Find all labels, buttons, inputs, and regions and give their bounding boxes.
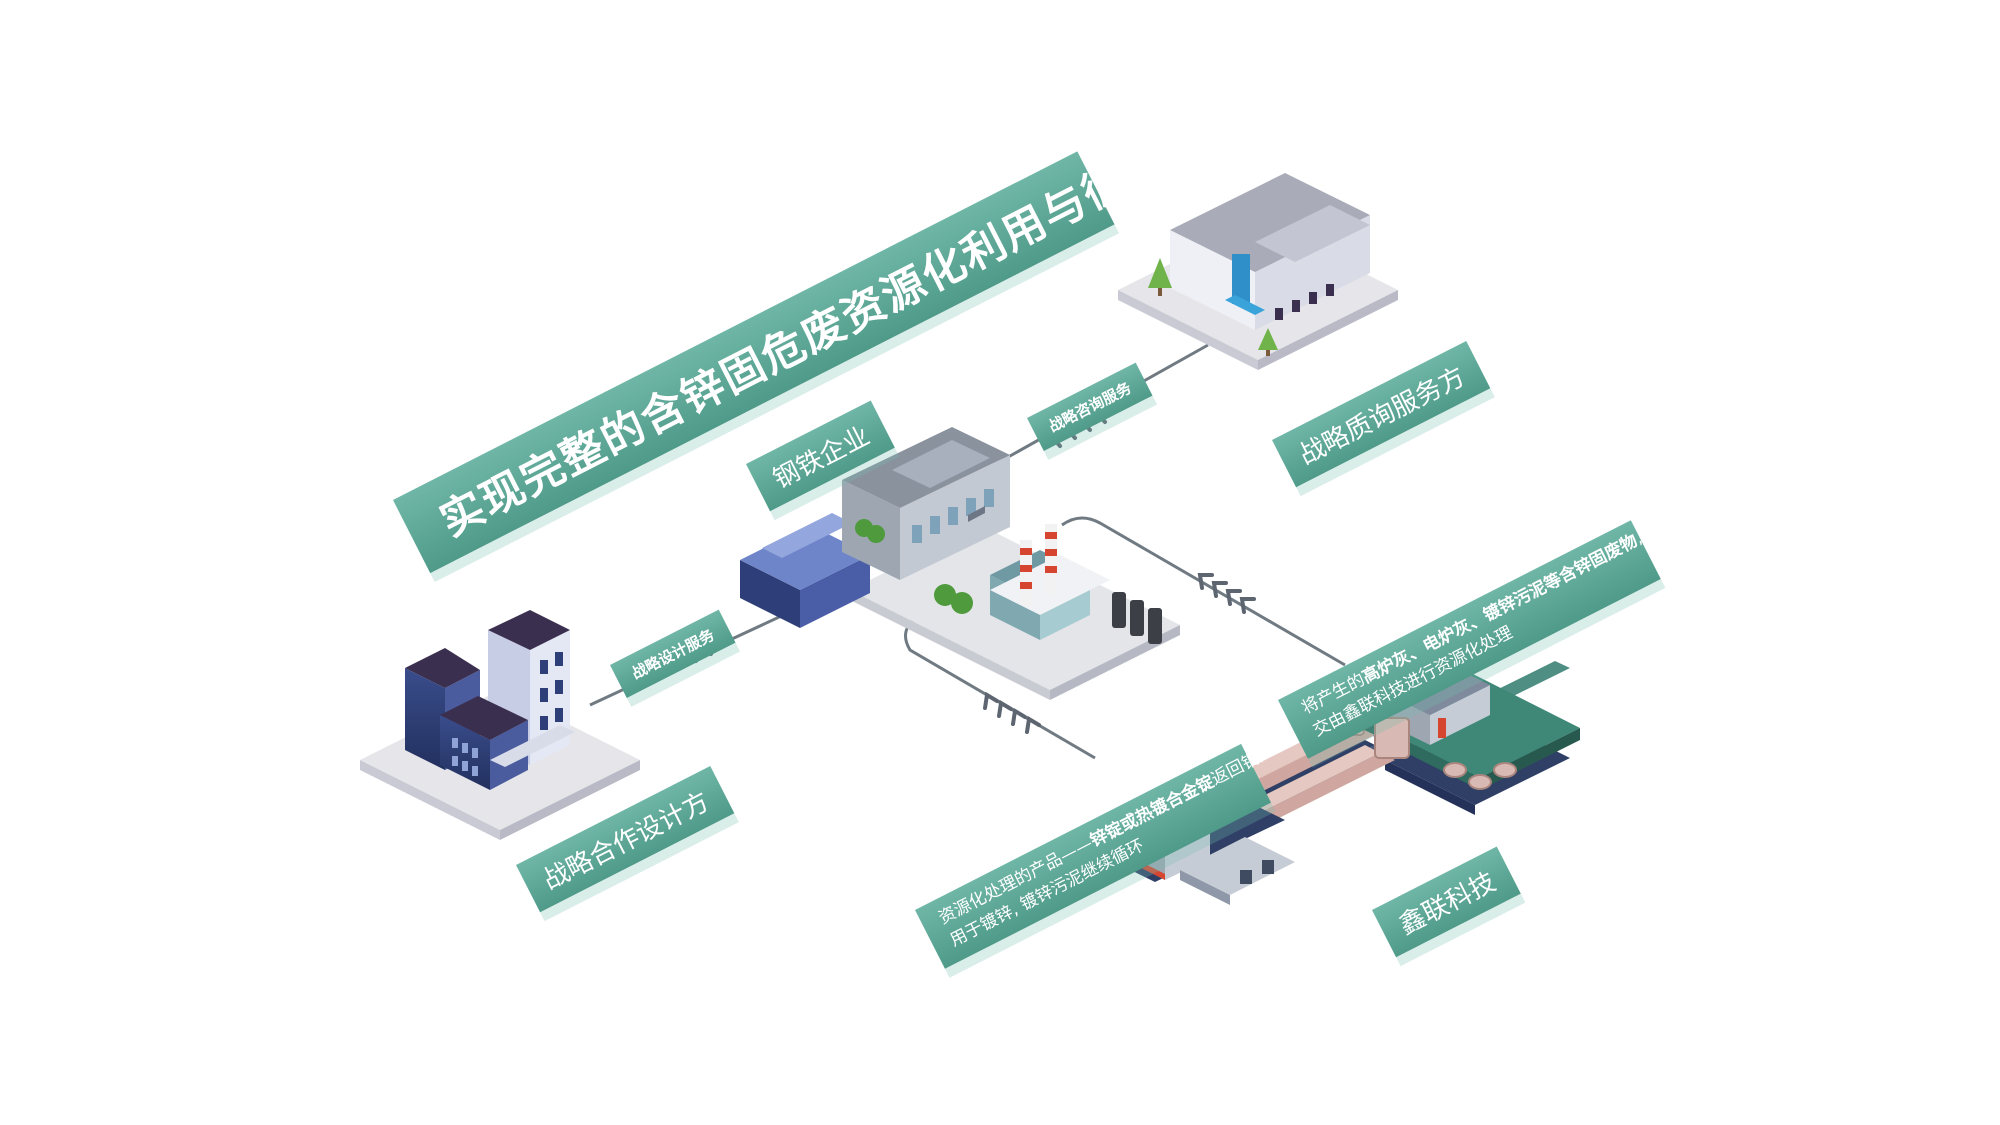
steel-plant-icon xyxy=(740,427,1180,700)
chimney-icon xyxy=(1045,524,1057,594)
arrow-chevron-icon xyxy=(1211,581,1228,598)
arrow-chevron-icon xyxy=(997,699,1013,718)
arrow-chevron-icon xyxy=(983,691,999,710)
chimney-icon xyxy=(1020,540,1032,605)
consult-building-icon xyxy=(1118,173,1398,370)
design-building-icon xyxy=(360,610,640,840)
tree-icon xyxy=(1148,258,1172,296)
arrow-chevron-icon xyxy=(1225,589,1242,606)
arrow-chevron-icon xyxy=(1011,707,1027,726)
arrow-chevron-icon xyxy=(1239,597,1256,614)
arrow-chevron-icon xyxy=(1025,715,1041,734)
arrow-chevron-icon xyxy=(1197,573,1214,590)
connector-steel-xinlian xyxy=(1061,516,1346,667)
tree-icon xyxy=(1258,328,1278,356)
